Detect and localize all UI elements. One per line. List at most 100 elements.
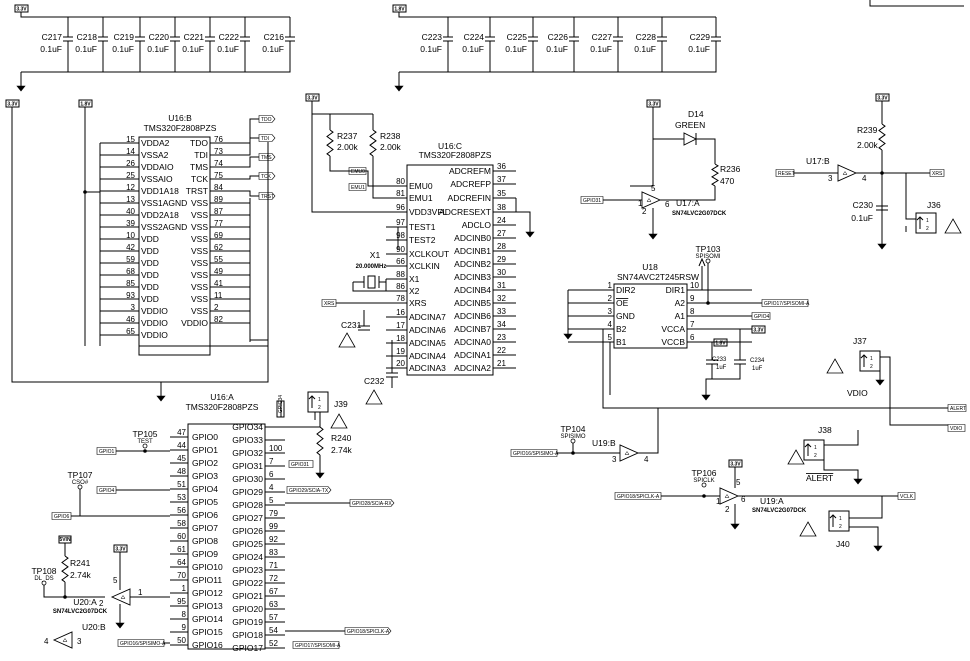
power-rail-label: 1.8V (394, 7, 405, 13)
reset-tag (775, 169, 795, 177)
pin-signal: ADCINB1 (454, 246, 491, 256)
gpio28-tag (349, 499, 395, 507)
pin-number: 68 (126, 267, 135, 276)
pin-number: 26 (126, 159, 135, 168)
ground-icon (156, 395, 166, 402)
pin-number: 79 (269, 509, 278, 518)
test-point-ref: TP103 (695, 244, 720, 254)
power-rail-label: 1.8V (715, 341, 726, 347)
emu0-tag (348, 167, 367, 175)
junction-dot (83, 190, 87, 194)
ground-icon (525, 231, 535, 238)
pin-signal: VSS (191, 306, 208, 316)
junction-dot (571, 451, 575, 455)
pin-signal: VSS (191, 246, 208, 256)
pin-number: 58 (177, 519, 186, 528)
crystal-plate (363, 276, 380, 288)
pin-number: 75 (214, 171, 223, 180)
power-rail-label: 3.3V (307, 96, 318, 102)
j38-label: ALERT (806, 473, 833, 483)
junction-dot (143, 449, 147, 453)
power-rail-flag (713, 338, 728, 347)
pin-number: 36 (497, 162, 506, 171)
pin-signal: ADCREFIN (448, 193, 491, 203)
u16a-body (187, 423, 266, 650)
r237-value: 2.00k (337, 142, 359, 152)
labels: 3.3VC2170.1uFC2180.1uFC2190.1uFC2200.1uF… (7, 7, 966, 654)
pin-number: 21 (497, 359, 506, 368)
resistor-zigzag (711, 163, 719, 187)
gpio17-tag-text: GPIO17/SPISOMI-A (295, 643, 341, 649)
u18-a2-tag-text: GPIO17/SPISOMI-A (764, 301, 810, 307)
pin-signal: VSSAIO (141, 174, 173, 184)
decap-ref: C219 (114, 32, 135, 42)
u19b-out-route (638, 408, 659, 454)
pin-signal: ADCINA7 (409, 312, 446, 322)
pin-number: 46 (126, 315, 135, 324)
r240-ref: R240 (331, 433, 352, 443)
pin-number: 1 (638, 199, 643, 208)
pin-number: 1 (716, 497, 721, 506)
decap-ref: C225 (507, 32, 528, 42)
j38-route (824, 430, 859, 446)
decap-value: 0.1uF (112, 44, 134, 54)
c230-ref: C230 (853, 200, 874, 210)
pin-number: 4 (862, 174, 867, 183)
pin-signal: ADCINB0 (454, 233, 491, 243)
pin-signal: VDD (141, 294, 159, 304)
parts (5, 4, 967, 650)
decap-value: 0.1uF (688, 44, 710, 54)
pin-number: 95 (177, 597, 186, 606)
emu1-tag (348, 183, 367, 191)
test-point-ref: TP107 (67, 470, 92, 480)
pin-number: 61 (177, 545, 186, 554)
decap-rail-top-right (398, 12, 716, 18)
pin-number: 5 (113, 576, 118, 585)
pin-number: 74 (214, 159, 223, 168)
pin-number: 3 (608, 307, 613, 316)
test-point-icon (570, 438, 576, 444)
pin-number: 23 (497, 333, 506, 342)
ground-triangle-icon (799, 521, 817, 537)
open-drain-mark (842, 171, 848, 175)
gpio1-tag-text: GPIO1 (99, 449, 115, 455)
ground-icon (877, 243, 887, 250)
decap-ref: C220 (149, 32, 170, 42)
gpio18-u19-tag (614, 492, 662, 500)
test-point-ref: TP108 (31, 566, 56, 576)
jtag-tag-text: TRST (261, 194, 274, 200)
pin-number: 52 (269, 639, 278, 648)
pin-number: 22 (497, 346, 506, 355)
pin-signal: ADCINA5 (409, 338, 446, 348)
resistor-zigzag (316, 426, 324, 456)
pin-signal: ADCINA4 (409, 351, 446, 361)
decap-value: 0.1uF (546, 44, 568, 54)
pin-number: 12 (126, 183, 135, 192)
pin-number: 10 (126, 231, 135, 240)
crystal-body (367, 275, 376, 289)
pin-number: 2 (870, 364, 873, 370)
power-rail-label: 3.3V (7, 102, 18, 108)
pin-number: 60 (177, 532, 186, 541)
pin-signal: VDD (141, 282, 159, 292)
u16b-part: TMS320F2808PZS (144, 123, 217, 133)
jtag-tag (258, 172, 276, 180)
pin-signal: VSS1AGND (141, 198, 187, 208)
gpio16-tag (117, 639, 165, 647)
b1-link (609, 341, 614, 395)
pin-number: 5 (608, 333, 613, 342)
pin-signal: XRS (409, 298, 427, 308)
xrs-tag (321, 299, 337, 307)
pin-number: 49 (214, 267, 223, 276)
decap-rail-top-left (20, 12, 290, 18)
pin-signal: GPIO1 (192, 445, 218, 455)
test-point-ref: TP104 (560, 424, 585, 434)
pin-number: 54 (269, 626, 278, 635)
u17a-ref: U17:A (676, 198, 700, 208)
pin-number: 78 (396, 294, 405, 303)
pin-number: 4 (44, 637, 49, 646)
pin-signal: VSSA2 (141, 150, 169, 160)
u19a-part: SN74LVC2G07DCK (752, 508, 807, 514)
pin-signal: VSS (191, 282, 208, 292)
pin-number: 37 (497, 175, 506, 184)
